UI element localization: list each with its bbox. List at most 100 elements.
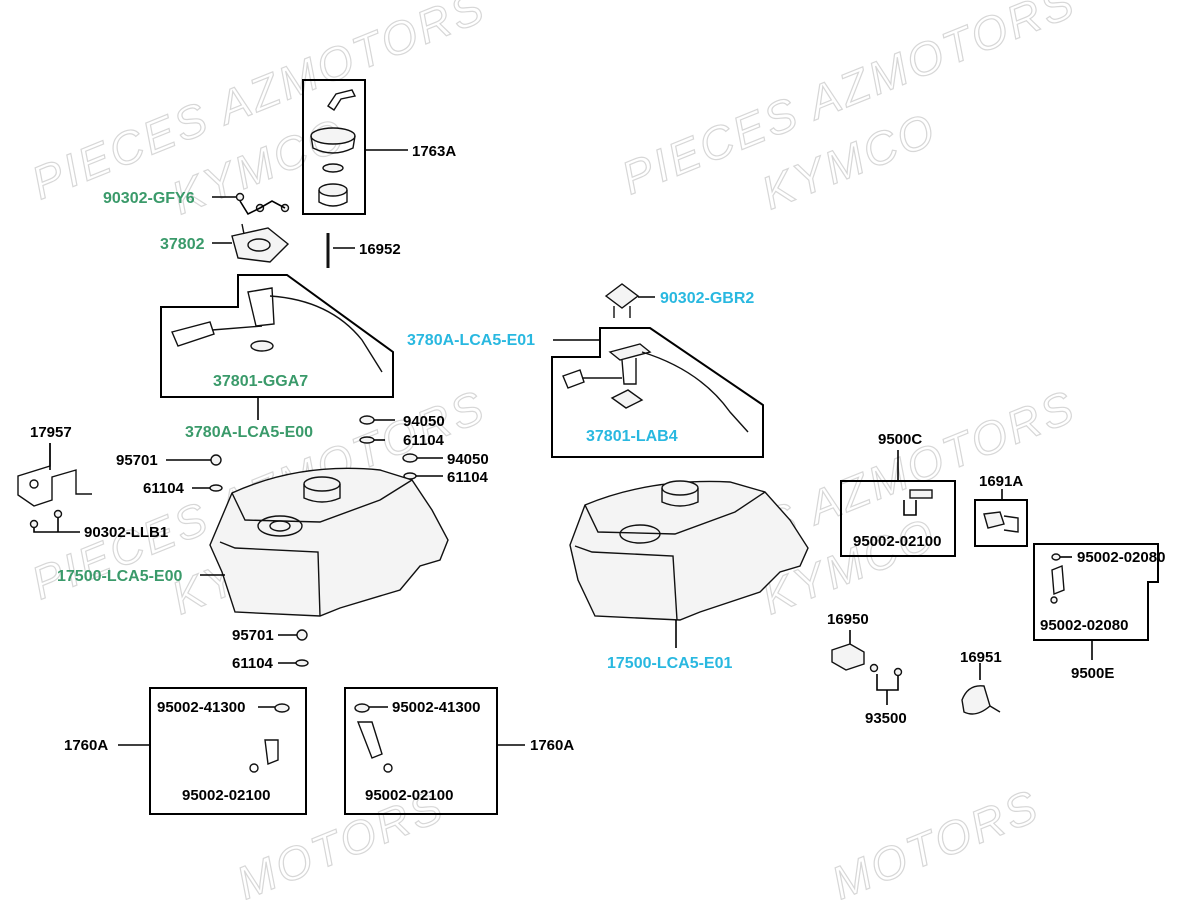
leader-93500-branch xyxy=(876,674,899,691)
fuel-pump-16950 xyxy=(831,630,903,705)
fuel-gauge-e00-group xyxy=(160,274,394,420)
fuel-gauge-e01-group xyxy=(551,283,764,458)
label-9500c: 9500C xyxy=(878,431,922,448)
filter-outlet-icon xyxy=(989,705,1001,713)
float-arm-icon xyxy=(211,325,263,331)
label-37801-lab4: 37801-LAB4 xyxy=(586,428,678,445)
tank-e01-top-edge xyxy=(584,491,766,535)
label-1763a: 1763A xyxy=(412,143,456,160)
breather-hose-icon xyxy=(327,89,357,111)
screw-plate-icon xyxy=(604,283,640,309)
fuel-cock-body xyxy=(1003,515,1019,533)
bolt-icon xyxy=(53,509,63,519)
sender-wire-icon xyxy=(269,295,383,373)
fuel-tank-e00 xyxy=(200,467,449,617)
fuel-sender-unit-icon xyxy=(621,358,637,385)
hose-set-right-box xyxy=(344,687,498,815)
bolt-95701-icon xyxy=(296,629,308,641)
float-icon xyxy=(562,369,585,389)
fuel-cap-body xyxy=(310,135,356,154)
sender-opening xyxy=(619,524,661,544)
clip-icon xyxy=(869,663,879,673)
watermarks: PIECES AZMOTORS KYMCO PIECES AZMOTORS KY… xyxy=(24,0,1084,900)
label-95701-top: 95701 xyxy=(116,452,158,469)
label-90302-gbr2: 90302-GBR2 xyxy=(660,290,754,307)
float-icon xyxy=(171,321,215,347)
nut-94050-icon xyxy=(359,415,375,425)
grommet-61104-icon xyxy=(295,659,309,667)
filler-neck-icon xyxy=(303,476,341,492)
hose-kit-9500c xyxy=(840,450,956,557)
label-9500e: 9500E xyxy=(1071,665,1114,682)
hose-set-right xyxy=(344,687,525,815)
sender-gasket-icon xyxy=(250,340,274,352)
label-95002-02080-top: 95002-02080 xyxy=(1077,549,1165,566)
label-90302-llb1: 90302-LLB1 xyxy=(84,524,168,541)
label-93500: 93500 xyxy=(865,710,907,727)
label-61104-left: 61104 xyxy=(143,480,185,497)
label-95002-02100-left: 95002-02100 xyxy=(182,787,270,804)
label-37801-gga7: 37801-GGA7 xyxy=(213,373,308,390)
fuel-cap-group xyxy=(302,79,408,215)
fuel-tank-e01-icon xyxy=(569,480,809,621)
sender-opening xyxy=(257,515,303,537)
label-3780a-lca5-e01: 3780A-LCA5-E01 xyxy=(407,332,535,349)
label-94050-top: 94050 xyxy=(403,413,445,430)
leader-95002-02100-c xyxy=(903,500,917,516)
bracket-hole xyxy=(29,479,39,489)
label-95701-bottom: 95701 xyxy=(232,627,274,644)
fuel-cock-box xyxy=(974,499,1028,547)
nut-94050-icon xyxy=(402,453,418,463)
sender-opening-inner xyxy=(269,520,291,532)
label-16952: 16952 xyxy=(359,241,401,258)
label-61104-top: 61104 xyxy=(403,432,445,449)
label-61104-right: 61104 xyxy=(447,469,489,486)
part-labels: 1763A 90302-GFY6 37802 16952 37801-GGA7 … xyxy=(30,143,1165,804)
label-1760a-right: 1760A xyxy=(530,737,574,754)
watermark-bottom-right: MOTORS xyxy=(824,779,1047,900)
hose-clip-icon xyxy=(383,763,393,773)
hose-set-left-box xyxy=(149,687,307,815)
hose-elbow-icon xyxy=(264,739,279,765)
label-90302-gfy6: 90302-GFY6 xyxy=(103,190,195,207)
fuel-cock-1691a xyxy=(974,489,1028,547)
label-16950: 16950 xyxy=(827,611,869,628)
filler-neck-body xyxy=(303,484,341,503)
hose-cap-icon xyxy=(274,703,290,713)
grommet-61104-icon xyxy=(359,436,375,444)
label-17500-lca5-e01: 17500-LCA5-E01 xyxy=(607,655,733,672)
label-37802: 37802 xyxy=(160,236,205,253)
fuel-pump-icon xyxy=(831,643,865,671)
screw-icon xyxy=(235,192,245,202)
hose-piece-icon xyxy=(1051,564,1065,596)
hose-kit-9500e-box xyxy=(1033,543,1159,641)
label-61104-bottom: 61104 xyxy=(232,655,274,672)
fuel-cock-icon xyxy=(983,511,1005,529)
label-95002-41300-left: 95002-41300 xyxy=(157,699,245,716)
label-1691a: 1691A xyxy=(979,473,1023,490)
hose-clip-icon xyxy=(249,763,259,773)
cap-filler-ring-icon xyxy=(318,183,348,197)
fuel-sender-unit-icon xyxy=(247,287,275,327)
tank-e00-top-edge xyxy=(231,479,413,523)
fuel-gauge-e00-box xyxy=(160,274,394,398)
clip-icon xyxy=(893,667,903,677)
cap-filler-body xyxy=(318,190,348,207)
label-3780a-lca5-e00: 3780A-LCA5-E00 xyxy=(185,424,313,441)
hose-set-left xyxy=(118,687,307,815)
hose-clip-icon xyxy=(1051,553,1061,561)
label-95002-02100-c: 95002-02100 xyxy=(853,533,941,550)
sender-plate-icon xyxy=(608,343,652,361)
hose-elbow-icon xyxy=(356,721,383,759)
bolt-95701-icon xyxy=(210,454,222,466)
screws-gfy6 xyxy=(212,192,290,216)
label-95002-02080-bottom: 95002-02080 xyxy=(1040,617,1128,634)
hose-clip-icon xyxy=(1050,596,1058,604)
fuel-filter-icon xyxy=(961,685,991,715)
hose-piece-icon xyxy=(909,489,933,499)
leader-90302-gfy6-branch xyxy=(239,200,286,216)
fuel-gauge-e01-box xyxy=(551,327,764,458)
hose-cap-icon xyxy=(354,703,370,713)
